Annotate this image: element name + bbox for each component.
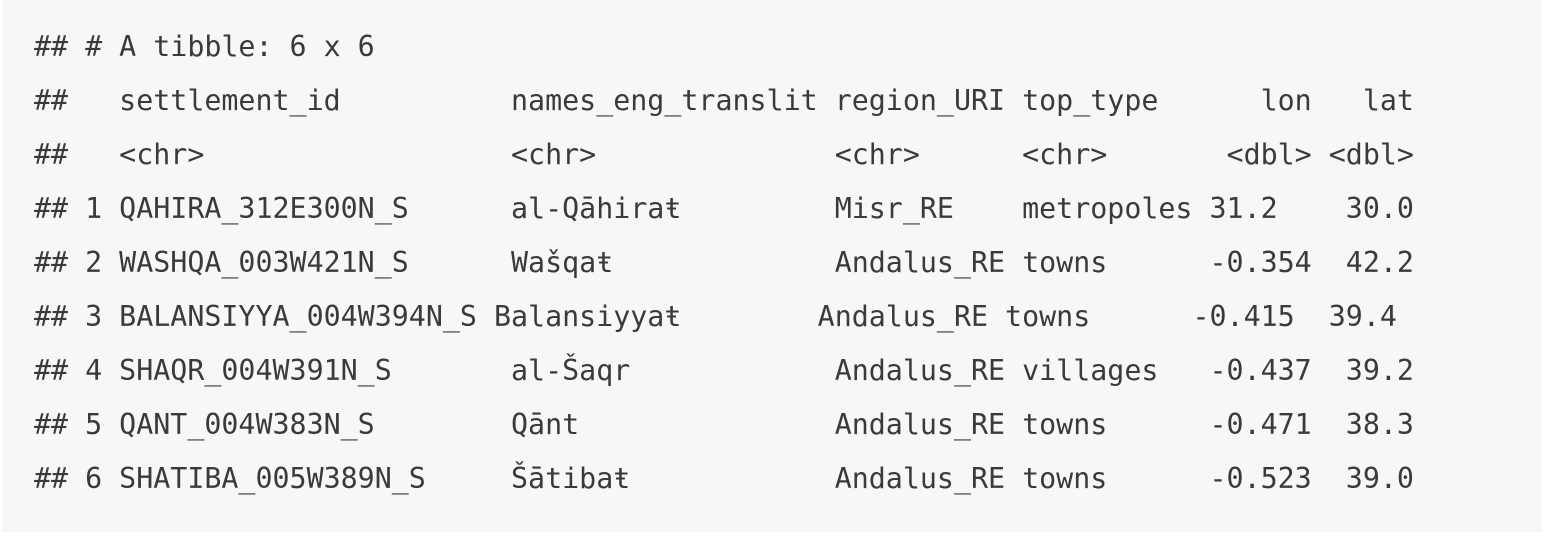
table-row: ## 1 QAHIRA_312E300N_S al-Qāhiraŧ Misr_R…: [34, 192, 1414, 225]
table-row: ## 5 QANT_004W383N_S Qānt Andalus_RE tow…: [34, 408, 1414, 441]
table-row: ## 2 WASHQA_003W421N_S Wašqaŧ Andalus_RE…: [34, 246, 1414, 279]
table-row: ## 4 SHAQR_004W391N_S al-Šaqr Andalus_RE…: [34, 354, 1414, 387]
table-row: ## 6 SHATIBA_005W389N_S Šātibaŧ Andalus_…: [34, 462, 1414, 495]
tibble-header-line: ## # A tibble: 6 x 6: [34, 30, 375, 63]
column-names-line: ## settlement_id names_eng_translit regi…: [34, 84, 1414, 117]
table-row: ## 3 BALANSIYYA_004W394N_S Balansiyyaŧ A…: [34, 300, 1397, 333]
column-types-line: ## <chr> <chr> <chr> <chr> <dbl> <dbl>: [34, 138, 1414, 171]
